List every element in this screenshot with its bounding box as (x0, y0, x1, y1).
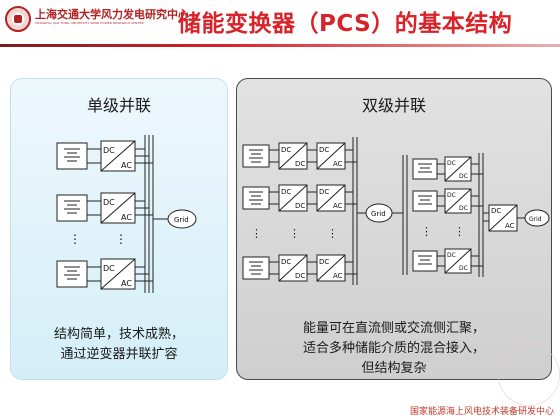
university-seal-icon (5, 6, 31, 32)
single-stage-caption-line-2: 通过逆变器并联扩容 (60, 347, 178, 362)
left-conv2-ellipsis: ⋮ (327, 227, 338, 240)
lg3-conv1-top: DC (281, 258, 291, 266)
rg3-conv-bottom: DC (459, 265, 468, 272)
two-stage-title: 双级并联 (361, 96, 426, 115)
slide-title: 储能变换器（PCS）的基本结构 (178, 11, 513, 37)
inverter-block-1 (100, 140, 136, 172)
rg1-conv-top: DC (447, 160, 456, 167)
inverter-block-3 (100, 258, 136, 290)
single-stage-title: 单级并联 (86, 96, 151, 115)
lg2-conv1-bottom: DC (295, 202, 305, 210)
grid-label: Grid (174, 216, 189, 224)
university-logo-subtitle: SHANGHAI JIAO TONG UNIVERSITY WIND POWER… (35, 21, 144, 25)
two-stage-caption: 能量可在直流侧或交流侧汇聚， 适合多种储能介质的混合接入， 但结构复杂 (237, 319, 551, 379)
left-group-row-1 (242, 142, 357, 170)
lg2-conv2-bottom: AC (333, 202, 343, 210)
two-stage-caption-line-2: 适合多种储能介质的混合接入， (302, 341, 485, 356)
two-stage-panel: 双级并联 (236, 78, 552, 380)
lg1-conv2-bottom: AC (333, 160, 343, 168)
university-logo-name: 上海交通大学风力发电研究中心 (35, 8, 189, 21)
inverter-1-dc-label: DC (103, 146, 115, 155)
inverter-ellipsis: ⋮ (115, 232, 127, 246)
battery-ellipsis: ⋮ (69, 232, 81, 246)
right-conv-ellipsis: ⋮ (454, 225, 465, 238)
left-group-row-3 (242, 254, 357, 282)
central-inverter-dc-label: DC (491, 207, 501, 215)
grid-label: Grid (371, 210, 386, 218)
two-stage-caption-line-3: 但结构复杂 (361, 361, 427, 376)
inverter-2-ac-label: AC (121, 213, 132, 222)
lg3-conv1-bottom: DC (295, 272, 305, 280)
lg3-conv2-top: DC (319, 258, 329, 266)
rg2-conv-bottom: DC (459, 205, 468, 212)
right-group-row-1 (412, 156, 483, 182)
lg1-conv1-top: DC (281, 146, 291, 154)
single-stage-caption: 结构简单，技术成熟， 通过逆变器并联扩容 (11, 325, 227, 365)
inverter-block-2 (100, 192, 136, 224)
watermark-seal-icon (498, 344, 560, 406)
battery-block-1 (56, 142, 88, 170)
footer-organization: 国家能源海上风电技术装备研发中心 (409, 407, 554, 417)
slide-header: 上海交通大学风力发电研究中心 SHANGHAI JIAO TONG UNIVER… (0, 0, 560, 50)
lg1-conv1-bottom: DC (295, 160, 305, 168)
single-stage-panel: 单级并联 (10, 78, 228, 380)
inverter-3-ac-label: AC (121, 279, 132, 288)
left-group-row-2 (242, 184, 357, 212)
lg3-conv2-bottom: AC (333, 272, 343, 280)
lg2-conv1-top: DC (281, 188, 291, 196)
inverter-2-dc-label: DC (103, 198, 115, 207)
central-grid-label: Grid (529, 216, 542, 223)
lg1-conv2-top: DC (319, 146, 329, 154)
rg1-conv-bottom: DC (459, 173, 468, 180)
two-stage-caption-line-1: 能量可在直流侧或交流侧汇聚， (302, 321, 485, 336)
lg2-conv2-top: DC (319, 188, 329, 196)
central-inverter-ac-label: AC (505, 222, 515, 230)
two-stage-diagram: DC DC DC AC DC DC DC AC DC DC DC AC Grid… (242, 137, 550, 285)
header-divider (0, 44, 560, 47)
single-stage-diagram: DC AC DC AC DC AC Grid ⋮ ⋮ (56, 135, 197, 293)
right-battery-ellipsis: ⋮ (421, 225, 432, 238)
right-group-row-3 (412, 248, 483, 274)
inverter-1-ac-label: AC (121, 161, 132, 170)
battery-block-2 (56, 194, 88, 222)
battery-block-3 (56, 260, 88, 288)
left-battery-ellipsis: ⋮ (251, 227, 262, 240)
rg2-conv-top: DC (447, 192, 456, 199)
single-stage-caption-line-1: 结构简单，技术成熟， (53, 327, 184, 342)
inverter-3-dc-label: DC (103, 264, 115, 273)
left-conv1-ellipsis: ⋮ (289, 227, 300, 240)
rg3-conv-top: DC (447, 252, 456, 259)
right-group-row-2 (412, 188, 483, 214)
